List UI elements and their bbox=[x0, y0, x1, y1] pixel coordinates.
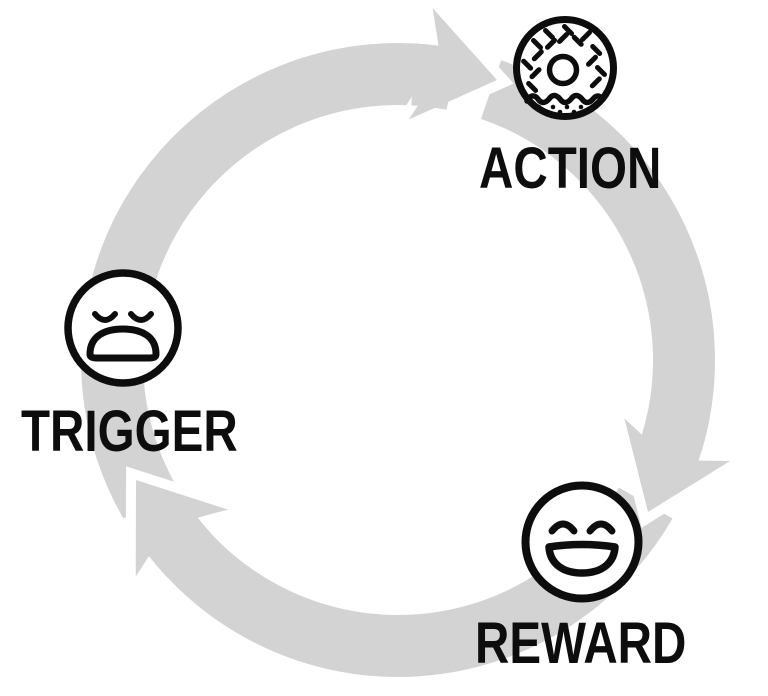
happy-face-icon bbox=[521, 481, 643, 603]
cycle-arc-right bbox=[480, 60, 715, 474]
reward-label: REWARD bbox=[475, 611, 687, 676]
cycle-arc-right-join bbox=[635, 412, 709, 474]
action-label: ACTION bbox=[479, 136, 662, 201]
cycle-arc-left-top bbox=[81, 43, 459, 519]
donut-frosting-dots bbox=[536, 104, 589, 115]
donut-sprinkles bbox=[521, 24, 607, 93]
trigger-label: TRIGGER bbox=[21, 399, 238, 464]
cycle-arc-bottom-join bbox=[138, 505, 212, 577]
cycle-arc-left-top-join bbox=[410, 43, 459, 110]
sad-face-icon bbox=[64, 269, 182, 387]
donut-frosting-wave bbox=[524, 92, 605, 106]
donut-icon bbox=[513, 16, 617, 120]
